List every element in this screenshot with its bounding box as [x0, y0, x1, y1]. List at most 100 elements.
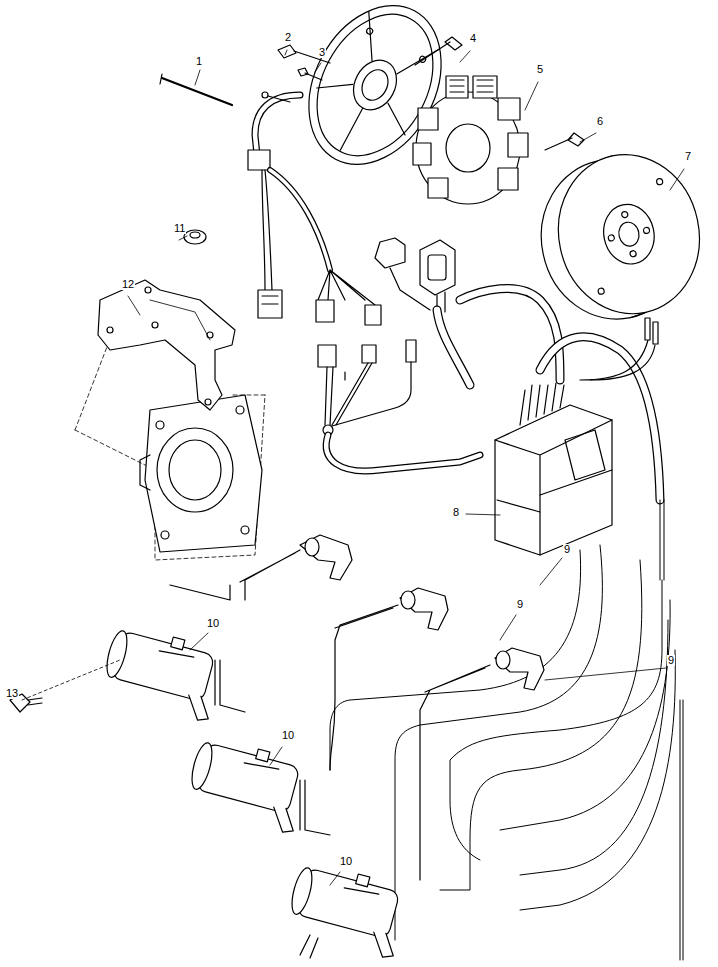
wire-harness [262, 296, 278, 304]
engine-housing [161, 531, 169, 539]
ignition-coil [283, 859, 411, 960]
stator-coil [473, 76, 497, 98]
callout-number: 4 [469, 33, 477, 44]
cdi-box [495, 420, 612, 555]
wire-harness [270, 170, 330, 270]
leader-line [22, 660, 120, 700]
wire-harness [326, 435, 480, 471]
flywheel [656, 178, 663, 185]
callout-number: 9 [667, 655, 675, 666]
callout-number: 3 [318, 47, 326, 58]
callout-number: 9 [516, 599, 524, 610]
wire-harness [318, 345, 336, 367]
leader-line [466, 514, 500, 515]
spark-plug-cap [300, 535, 352, 580]
stator-coil [446, 76, 468, 98]
spark-plug-cap [401, 591, 415, 609]
connector [653, 322, 658, 344]
primary-wire [680, 700, 683, 960]
wire-harness [362, 345, 376, 363]
flywheel [617, 220, 642, 248]
wire-harness [365, 305, 381, 325]
cdi-box [497, 470, 612, 512]
screw [262, 37, 584, 150]
connector [590, 345, 655, 380]
connector [645, 318, 650, 340]
mounting-bracket [145, 287, 151, 293]
wire-harness [258, 290, 282, 318]
screw [545, 138, 572, 150]
primary-wire [664, 500, 665, 580]
engine-housing [157, 428, 233, 512]
stator-coil [450, 80, 493, 92]
wire-harness [406, 340, 416, 362]
leader-line [670, 169, 684, 190]
engine-housing [169, 440, 221, 500]
ht-lead [170, 550, 490, 880]
connector [437, 310, 470, 385]
screw [278, 45, 296, 58]
wire-harness [325, 362, 411, 428]
ignition-coil [356, 874, 370, 887]
flywheel [608, 234, 615, 241]
primary-wire [520, 650, 675, 910]
cdi-box [565, 430, 605, 480]
mounting-bracket [98, 280, 235, 410]
cdi-box [495, 405, 612, 555]
stator-plate [357, 65, 393, 105]
ignition-coil [368, 930, 398, 960]
callout-number: 10 [339, 856, 353, 867]
leader-line [525, 82, 538, 110]
mounting-bracket [205, 399, 211, 405]
wire-harness [270, 170, 330, 270]
leader-line [128, 296, 140, 315]
leader-line [330, 872, 340, 885]
leader-line [190, 633, 208, 650]
connector [390, 268, 445, 312]
ignition-coil [344, 885, 379, 897]
ignition-coil [183, 693, 213, 723]
connector [580, 340, 648, 380]
engine-housing [156, 421, 164, 429]
wire-harness [248, 150, 270, 170]
leader-line [500, 615, 516, 640]
wire-harness [316, 300, 334, 322]
wire-harness [325, 363, 372, 425]
ignition-coil [98, 622, 226, 723]
connector [428, 255, 446, 280]
ignition-coil [300, 935, 318, 958]
screw [262, 92, 268, 98]
leader-line [285, 50, 287, 55]
stator-plate [345, 53, 405, 118]
ignition-coil [300, 780, 330, 835]
mounting-bracket [207, 332, 213, 338]
flywheel [544, 141, 714, 327]
stator-coil [413, 143, 431, 165]
callout-number: 9 [563, 544, 571, 555]
leader-line [195, 70, 200, 85]
callout-number: 6 [596, 116, 604, 127]
primary-wire [500, 600, 670, 830]
ignition-coil [103, 629, 131, 680]
primary-wire [520, 620, 668, 875]
ignition-coil [98, 622, 411, 960]
flywheel [598, 288, 605, 295]
connector [420, 240, 455, 295]
ht-lead [420, 665, 490, 880]
ignition-coil [171, 637, 185, 650]
ignition-coil [288, 866, 316, 917]
ignition-coil [159, 648, 194, 660]
primary-wire [440, 560, 642, 890]
callout-number: 7 [684, 151, 692, 162]
stator-plate [296, 7, 448, 174]
flywheel [526, 141, 714, 332]
screw [568, 133, 584, 146]
screw [28, 698, 42, 705]
ignition-coil [268, 805, 298, 835]
primary-wire [395, 545, 602, 940]
wire-harness [326, 435, 480, 471]
pin [162, 78, 232, 105]
engine-housing [145, 395, 262, 552]
leader-line [540, 558, 562, 585]
